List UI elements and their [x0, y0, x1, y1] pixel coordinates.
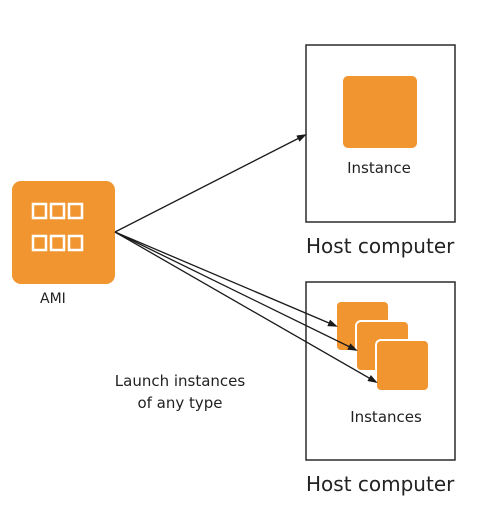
host-computer-box-bottom: [305, 281, 456, 461]
host-computer-label-top: Host computer: [306, 234, 455, 258]
ami-grid-icon: [12, 181, 115, 284]
arrow-to-instances-1: [114, 231, 338, 327]
arrow-to-instance: [114, 134, 307, 233]
arrow-to-instances-3: [114, 231, 378, 383]
instance-square-icon: [343, 76, 417, 148]
instances-stack-icon: [335, 300, 430, 392]
launch-caption: Launch instances of any type: [100, 370, 260, 414]
instances-label: Instances: [350, 408, 422, 426]
launch-caption-line-2: of any type: [137, 394, 223, 412]
host-computer-label-bottom: Host computer: [306, 472, 455, 496]
host-computer-box-top: [305, 44, 456, 223]
instance-label: Instance: [347, 159, 411, 177]
launch-caption-line-1: Launch instances: [114, 372, 246, 390]
ami-label: AMI: [40, 291, 66, 307]
arrow-to-instances-2: [114, 231, 358, 351]
